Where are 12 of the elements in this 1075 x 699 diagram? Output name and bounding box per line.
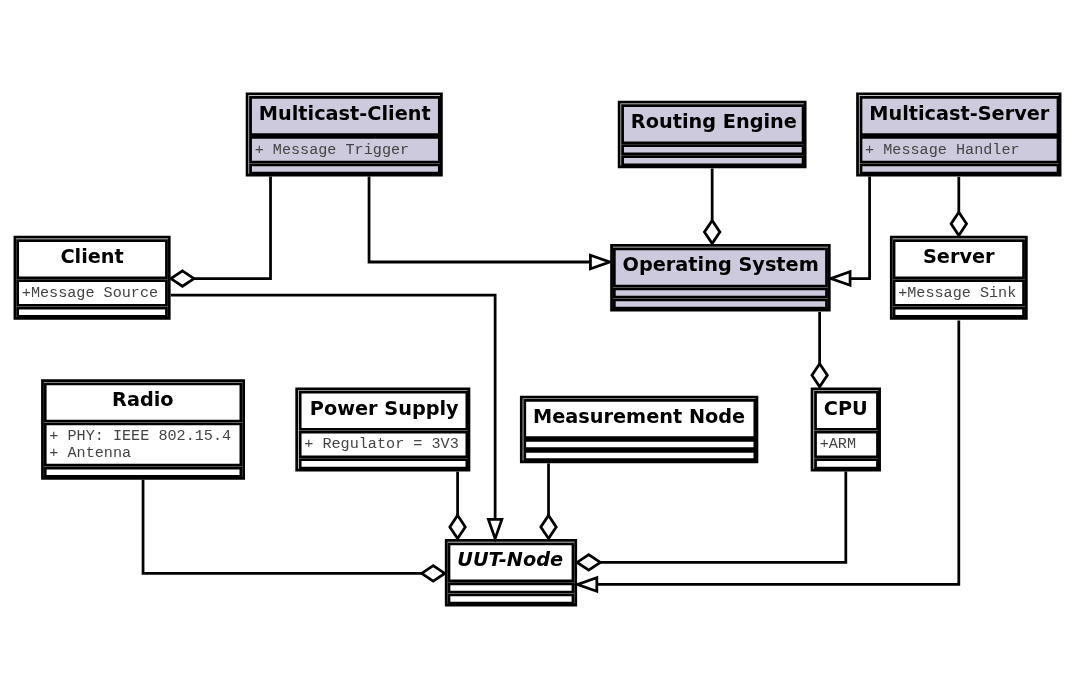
arrow: [367, 176, 614, 271]
connector: [702, 168, 722, 247]
arrow: [170, 293, 504, 543]
connector: [141, 479, 448, 583]
arrow: [573, 320, 961, 594]
connector: [168, 176, 272, 288]
connector: [574, 471, 848, 572]
connector: [448, 471, 467, 541]
arrow: [826, 176, 871, 288]
connector: [539, 463, 558, 541]
connector: [949, 176, 969, 238]
connector: [810, 311, 829, 390]
